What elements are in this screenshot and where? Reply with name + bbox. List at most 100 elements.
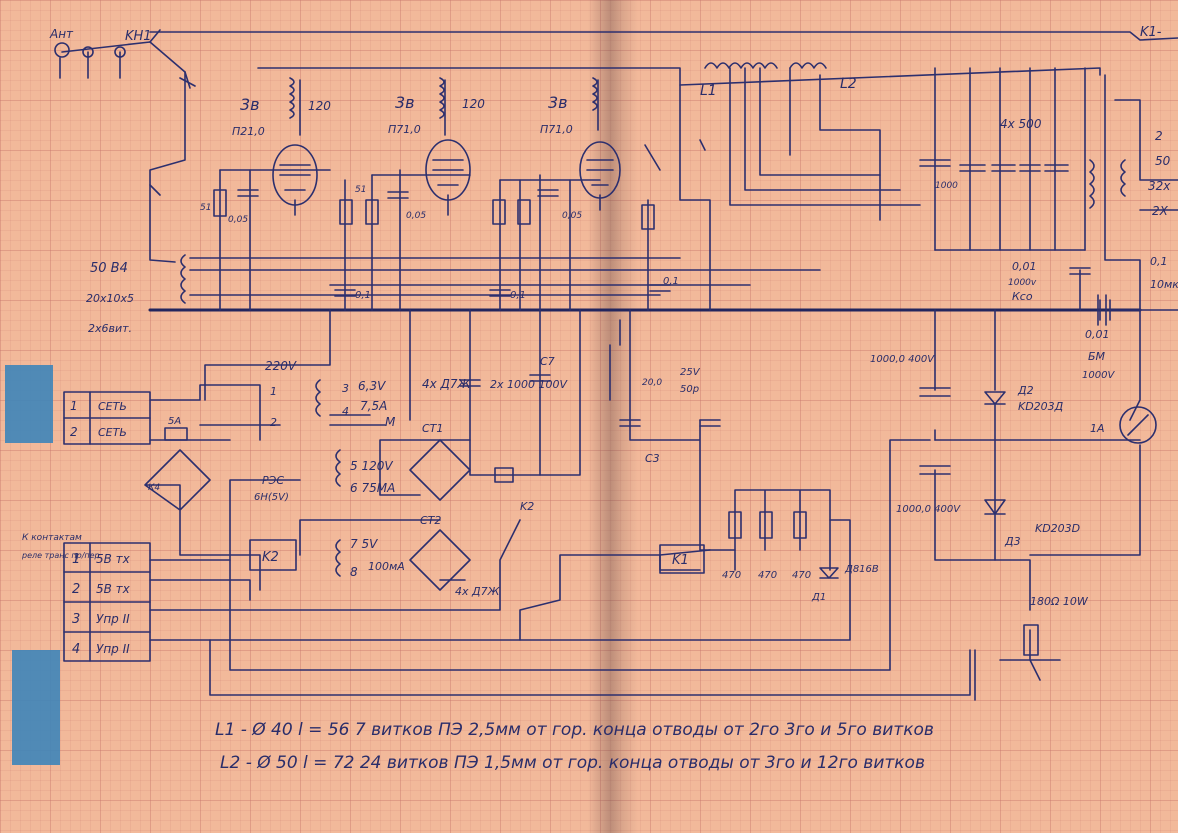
meter-1a: 1А: [1090, 422, 1105, 435]
cap-1000-400v-b: 1000,0 400V: [896, 504, 961, 515]
sec-120v: 5 120V: [350, 459, 393, 473]
tube3-type: П71,0: [540, 123, 573, 136]
tape-top: [5, 365, 53, 443]
right-label-2x: 2Х: [1152, 204, 1169, 218]
ct2-label: СТ2: [420, 514, 441, 527]
cap-01-b: 0,1: [510, 290, 526, 301]
capacitors: [237, 139, 1107, 475]
kn1-right-label: K1-: [1140, 25, 1162, 40]
tube1-heater: 3в: [240, 95, 260, 114]
fuse-5a: 5А: [168, 416, 181, 427]
resistors: [164, 189, 1039, 656]
res-470-c: 470: [792, 570, 811, 581]
sec-5v: 7 5V: [350, 537, 378, 551]
antenna-label: Ант: [49, 27, 74, 41]
sec-7-5a: 7,5А: [360, 399, 387, 413]
diode-d2: Д2: [1017, 384, 1034, 397]
tube-1: [272, 144, 318, 216]
cap-20: 20,0: [642, 378, 662, 388]
diodes-d7zh-a: 4х Д7Ж: [422, 377, 472, 391]
right-label-50: 50: [1155, 154, 1171, 168]
diode-kd203d-a: KD203Д: [1018, 400, 1064, 413]
bm-voltage: 1000V: [1082, 370, 1115, 381]
ctrl-row-2: 5В тх: [96, 582, 131, 596]
tube1-type: П21,0: [232, 125, 265, 138]
cap-001-b: 0,01: [1085, 328, 1110, 341]
tube-3: [579, 141, 621, 211]
right-label-2: 2: [1155, 129, 1163, 143]
relay-k2: K2: [262, 550, 279, 565]
sec-m: M: [385, 415, 396, 429]
tube3-heater: 3в: [548, 93, 568, 112]
zener-d1: Д1: [811, 592, 826, 603]
trans-50b4: 50 В4: [90, 261, 128, 276]
meter: [1119, 406, 1157, 444]
connector-title: К контактам: [22, 533, 82, 543]
ctrl-num-3: 3: [72, 612, 80, 627]
cap-005-c: 0,05: [562, 211, 582, 221]
l1-label: L1: [700, 83, 717, 99]
connector-tables: [63, 391, 151, 662]
right-label-10mk: 10мк: [1150, 278, 1178, 291]
ctrl-row-4: Упр II: [96, 642, 130, 656]
cap-01-c: 0,1: [663, 276, 679, 287]
v25-label: 25V: [680, 367, 701, 378]
cap-001-a: 0,01: [1012, 260, 1037, 273]
right-label-32: 32х: [1148, 179, 1171, 193]
cap-2x1000: 2х 1000 100V: [490, 378, 568, 391]
diodes-d7zh-b: 4х Д7Ж: [455, 585, 501, 598]
tube2-res: 120: [462, 97, 485, 111]
net-row-2: СЕТЬ: [98, 426, 127, 439]
diode-d3: Д3: [1004, 535, 1021, 548]
note-l1: L1 - Ø 40 l = 56 7 витков ПЭ 2,5мм от го…: [215, 720, 934, 740]
schematic-labels: Ант KH1 K1- 3в 120 П21,0 3в 120 П71,0 3в…: [21, 25, 1178, 773]
pin-4: 4: [342, 405, 349, 418]
wiring: [59, 29, 1178, 701]
right-label-01: 0,1: [1150, 255, 1168, 268]
mains-220v: 220V: [265, 359, 297, 373]
connector-subtitle: реле транс пр/пер: [21, 551, 100, 560]
c3-label: С3: [645, 452, 660, 465]
net-row-1: СЕТЬ: [98, 400, 127, 413]
rez-voltage: 6Н(5V): [254, 492, 289, 503]
res-51-a: 51: [200, 203, 211, 213]
tube2-heater: 3в: [395, 93, 415, 112]
tape-bottom: [12, 650, 60, 765]
ctrl-num-1: 1: [72, 552, 80, 567]
diode-kd203d-b: KD203D: [1035, 522, 1080, 535]
c7-label: С7: [540, 355, 555, 368]
cap-1000v-a: 1000v: [1008, 278, 1037, 288]
res-470-a: 470: [722, 570, 741, 581]
relay-boxes: [249, 467, 705, 574]
zener-d816b: Д816В: [844, 564, 879, 575]
ctrl-num-2: 2: [72, 582, 80, 597]
res-51-b: 51: [355, 185, 366, 195]
pin-1: 1: [270, 385, 277, 398]
antenna-jacks: [54, 42, 196, 196]
kso-label: Ксо: [1012, 290, 1033, 303]
cap-4x500: 4х 500: [1000, 117, 1042, 131]
cap-1000-400v-a: 1000,0 400V: [870, 354, 935, 365]
cap-01-a: 0,1: [355, 290, 371, 301]
kn1-left-label: KH1: [125, 29, 152, 44]
res-470-b: 470: [758, 570, 777, 581]
pin-2: 2: [270, 416, 277, 429]
ctrl-num-4: 4: [72, 642, 80, 657]
res-180: 180Ω 10W: [1030, 595, 1089, 608]
net-num-1: 1: [70, 399, 78, 413]
rez-label: РЭС: [262, 474, 284, 487]
cap-005-b: 0,05: [406, 211, 426, 221]
sec-6-3v: 6,3V: [358, 379, 386, 393]
sec-100ma: 100мА: [368, 560, 405, 573]
trans-20x10x5: 20х10х5: [86, 292, 134, 305]
trans-2x6: 2х6вит.: [88, 322, 132, 335]
tube1-res: 120: [308, 99, 331, 113]
p50-label: 50р: [680, 384, 699, 395]
net-num-2: 2: [70, 425, 78, 439]
cap-005-a: 0,05: [228, 215, 248, 225]
bridge-k4: К4: [148, 483, 160, 493]
relay-k1: K1: [672, 553, 689, 568]
note-l2: L2 - Ø 50 l = 72 24 витков ПЭ 1,5мм от г…: [220, 753, 925, 773]
ctrl-row-3: Упр II: [96, 612, 130, 626]
